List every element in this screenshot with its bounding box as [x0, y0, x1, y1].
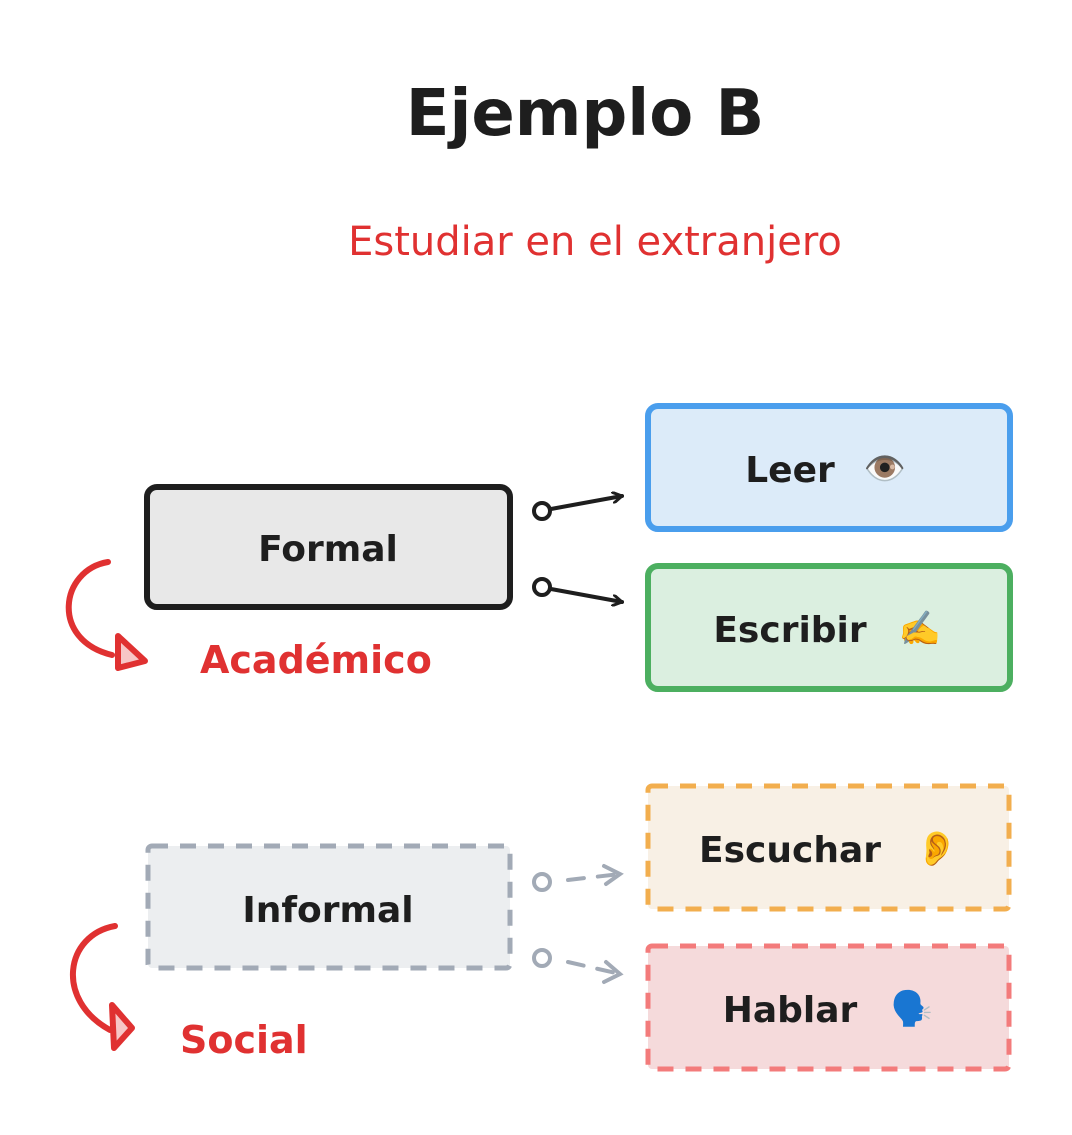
- informal-label: Informal: [242, 890, 413, 931]
- academico-note: Académico: [200, 638, 432, 682]
- escuchar-label: Escuchar: [699, 830, 881, 871]
- curved-arrow-social: [70, 923, 135, 1051]
- curved-arrow-academico: [65, 559, 148, 671]
- ear-icon: 👂: [916, 829, 958, 868]
- arrow-informal-escuchar: [532, 864, 624, 892]
- leer-box[interactable]: Leer 👁️: [645, 403, 1013, 532]
- escribir-label: Escribir: [713, 610, 867, 651]
- social-note: Social: [180, 1018, 308, 1062]
- diagram-title: Ejemplo B: [406, 77, 765, 151]
- escribir-box[interactable]: Escribir ✍️: [645, 563, 1013, 692]
- informal-box[interactable]: Informal: [145, 843, 513, 971]
- hablar-label: Hablar: [723, 990, 858, 1031]
- arrow-formal-leer: [532, 496, 622, 521]
- writing-hand-icon: ✍️: [899, 610, 941, 648]
- arrow-formal-escribir: [532, 577, 622, 602]
- leer-label: Leer: [745, 450, 835, 491]
- diagram-subtitle: Estudiar en el extranjero: [348, 219, 842, 265]
- formal-box[interactable]: Formal: [144, 484, 513, 610]
- formal-label: Formal: [258, 529, 398, 570]
- hablar-box[interactable]: Hablar 🗣️: [645, 943, 1012, 1072]
- eye-icon: 👁️: [864, 451, 906, 488]
- escuchar-box[interactable]: Escuchar 👂: [645, 783, 1012, 912]
- arrow-informal-hablar: [532, 948, 624, 984]
- speaking-head-icon: 🗣️: [891, 989, 933, 1028]
